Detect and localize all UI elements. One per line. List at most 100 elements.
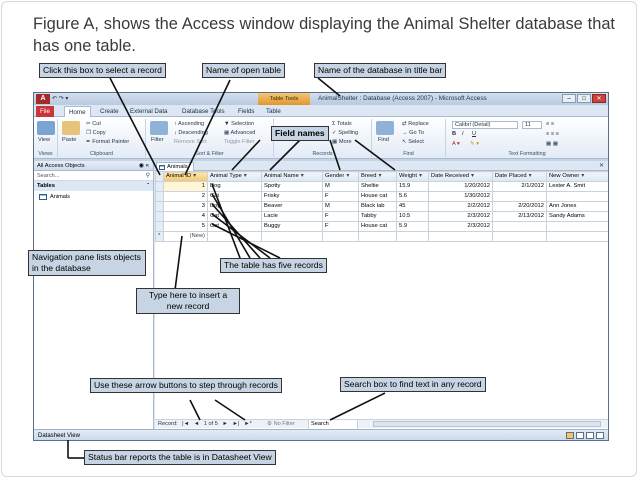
list-icon[interactable]: ≡ ≡ — [546, 121, 555, 127]
no-filter-indicator[interactable]: ⚙ No Filter — [267, 421, 295, 427]
record-selector[interactable] — [155, 191, 164, 202]
advanced-button[interactable]: ▦ Advanced — [224, 130, 256, 136]
table-cell[interactable]: M — [322, 201, 359, 212]
highlight-icon[interactable]: ✎ ▾ — [470, 141, 480, 147]
table-cell[interactable]: 5 — [163, 221, 208, 232]
nav-group-tables[interactable]: Tables ˆ — [34, 181, 153, 191]
new-record-button[interactable]: ►* — [244, 421, 252, 427]
nav-search-input[interactable]: Search... ⚲ — [34, 171, 153, 181]
nav-pane-header[interactable]: All Access Objects ◉ « — [34, 161, 153, 171]
table-cell[interactable]: Sandy Adams — [546, 211, 608, 222]
table-cell[interactable] — [322, 231, 359, 242]
table-cell[interactable]: F — [322, 191, 359, 202]
horizontal-scrollbar[interactable] — [373, 421, 601, 427]
table-cell[interactable]: Frisky — [261, 191, 323, 202]
record-selector[interactable] — [155, 221, 164, 232]
totals-button[interactable]: Σ Totals — [332, 121, 352, 127]
pivottable-view-icon[interactable] — [576, 432, 584, 439]
dropdown-arrow-icon[interactable]: ▾ — [378, 173, 382, 179]
spelling-button[interactable]: ✓ Spelling — [332, 130, 359, 136]
view-button[interactable]: View — [38, 137, 51, 143]
minimize-button[interactable]: – — [562, 94, 576, 103]
dropdown-arrow-icon[interactable]: ▾ — [193, 173, 197, 179]
table-cell[interactable]: 1 — [163, 181, 208, 192]
remove-sort-button[interactable]: Remove Sort — [174, 139, 207, 145]
table-cell[interactable]: 2/13/2012 — [492, 211, 547, 222]
column-header[interactable]: Animal ID▾ — [163, 171, 208, 182]
first-record-button[interactable]: |◄ — [182, 421, 190, 427]
table-cell[interactable] — [546, 221, 608, 232]
table-cell[interactable]: Dog — [207, 181, 262, 192]
table-cell[interactable]: Lester A. Smit — [546, 181, 608, 192]
bold-button[interactable]: B — [452, 131, 457, 137]
table-cell[interactable]: Lacie — [261, 211, 323, 222]
chevron-up-icon[interactable]: ˆ — [147, 183, 149, 189]
table-cell[interactable]: Cat — [207, 221, 262, 232]
table-cell[interactable]: 45 — [396, 201, 429, 212]
tab-create[interactable]: Create — [100, 108, 119, 115]
record-search-input[interactable]: Search — [308, 420, 358, 429]
table-cell[interactable]: 2/20/2012 — [492, 201, 547, 212]
close-button[interactable]: ✕ — [592, 94, 606, 103]
align-icon[interactable]: ≡ ≡ ≡ — [546, 131, 559, 137]
search-icon[interactable]: ⚲ — [145, 173, 150, 179]
table-cell[interactable]: Cat — [207, 211, 262, 222]
selection-button[interactable]: ▼ Selection — [224, 121, 255, 127]
design-view-icon[interactable] — [596, 432, 604, 439]
table-cell[interactable]: 10.5 — [396, 211, 429, 222]
binoculars-icon[interactable] — [376, 121, 394, 135]
goto-button[interactable]: → Go To — [402, 130, 424, 136]
column-header[interactable]: Animal Name▾ — [261, 171, 323, 182]
table-cell[interactable]: Beaver — [261, 201, 323, 212]
current-record-field[interactable]: 1 of 5 — [203, 421, 218, 427]
table-cell[interactable]: F — [322, 221, 359, 232]
column-header[interactable]: Gender▾ — [322, 171, 359, 182]
table-cell[interactable] — [492, 191, 547, 202]
maximize-button[interactable]: □ — [577, 94, 591, 103]
tab-fields[interactable]: Fields — [238, 108, 255, 115]
underline-button[interactable]: U — [472, 131, 477, 137]
dropdown-arrow-icon[interactable]: ▾ — [346, 173, 350, 179]
nav-item-animals[interactable]: Animals — [34, 191, 153, 203]
table-cell[interactable]: 5.6 — [396, 191, 429, 202]
table-cell[interactable] — [358, 231, 397, 242]
table-cell[interactable]: 2/1/2012 — [492, 181, 547, 192]
table-cell[interactable]: Tabby — [358, 211, 397, 222]
italic-button[interactable]: I — [462, 131, 464, 137]
table-cell[interactable]: Black lab — [358, 201, 397, 212]
more-button[interactable]: ▦ More — [332, 139, 352, 145]
table-cell[interactable]: F — [322, 211, 359, 222]
dropdown-arrow-icon[interactable]: ▾ — [418, 173, 422, 179]
table-cell[interactable] — [546, 231, 608, 242]
font-color-icon[interactable]: A ▾ — [452, 141, 460, 147]
find-button[interactable]: Find — [378, 137, 389, 143]
table-cell[interactable]: Dog — [207, 201, 262, 212]
table-cell[interactable]: Buggy — [261, 221, 323, 232]
last-record-button[interactable]: ►| — [232, 421, 240, 427]
record-selector[interactable] — [155, 211, 164, 222]
table-cell[interactable]: Cat — [207, 191, 262, 202]
table-cell[interactable]: 2/3/2012 — [428, 211, 493, 222]
record-selector[interactable] — [155, 201, 164, 212]
record-selector[interactable] — [155, 181, 164, 192]
dropdown-arrow-icon[interactable]: ▾ — [471, 173, 474, 179]
table-cell[interactable]: 3 — [163, 201, 208, 212]
table-cell[interactable] — [546, 191, 608, 202]
next-record-button[interactable]: ► — [222, 421, 228, 427]
table-cell[interactable]: 15.9 — [396, 181, 429, 192]
table-cell[interactable] — [492, 231, 547, 242]
paste-button[interactable]: Paste — [62, 137, 77, 143]
column-header[interactable]: Animal Type▾ — [207, 171, 262, 182]
table-cell[interactable]: 2/3/2012 — [428, 221, 493, 232]
font-name-select[interactable]: Calibri (Detail) — [452, 121, 518, 129]
select-all-box[interactable] — [155, 171, 164, 182]
new-record-icon[interactable]: * — [155, 231, 164, 242]
paste-icon[interactable] — [62, 121, 80, 135]
font-size-select[interactable]: 11 — [522, 121, 542, 129]
pivotchart-view-icon[interactable] — [586, 432, 594, 439]
table-cell[interactable]: 2/2/2012 — [428, 201, 493, 212]
dropdown-arrow-icon[interactable]: ▾ — [300, 173, 304, 179]
table-cell[interactable]: 5.9 — [396, 221, 429, 232]
column-header[interactable]: Date Received▾ — [428, 171, 493, 182]
filter-icon[interactable] — [150, 121, 168, 135]
